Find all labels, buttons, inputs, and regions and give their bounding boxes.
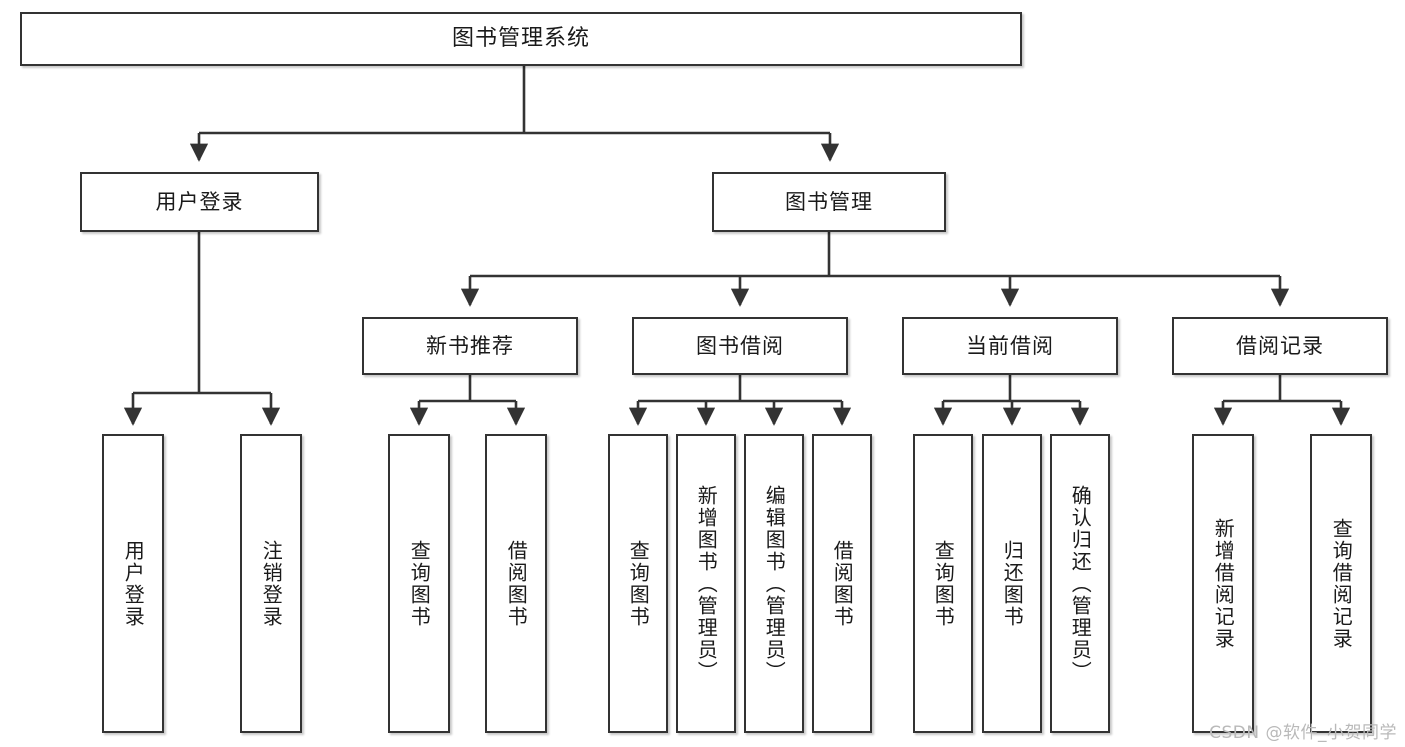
leaf-confirm-return-admin[interactable]: 确认归还（管理员） (1050, 434, 1110, 733)
node-user-login[interactable]: 用户登录 (80, 172, 319, 232)
leaf-confirm-return-admin-label: 确认归还（管理员） (1068, 484, 1093, 683)
node-borrow-record-label: 借阅记录 (1236, 333, 1324, 358)
node-borrow-record[interactable]: 借阅记录 (1172, 317, 1388, 375)
leaf-recommend-query-book-label: 查询图书 (407, 539, 432, 628)
leaf-current-query-book-label: 查询图书 (931, 539, 956, 628)
node-user-login-label: 用户登录 (155, 189, 244, 214)
leaf-borrow-query-book[interactable]: 查询图书 (608, 434, 668, 733)
node-root[interactable]: 图书管理系统 (20, 12, 1022, 66)
leaf-recommend-query-book[interactable]: 查询图书 (388, 434, 450, 733)
leaf-return-book[interactable]: 归还图书 (982, 434, 1042, 733)
leaf-query-borrow-record-label: 查询借阅记录 (1329, 517, 1354, 650)
leaf-user-logout[interactable]: 注销登录 (240, 434, 302, 733)
node-root-label: 图书管理系统 (451, 26, 590, 52)
node-book-borrow[interactable]: 图书借阅 (632, 317, 848, 375)
node-current-borrow-label: 当前借阅 (966, 333, 1054, 358)
node-book-management-label: 图书管理 (785, 189, 873, 214)
leaf-edit-book-admin-label: 编辑图书（管理员） (762, 484, 787, 683)
leaf-add-borrow-record-label: 新增借阅记录 (1211, 517, 1236, 650)
leaf-borrow-book-label: 借阅图书 (830, 539, 855, 628)
leaf-recommend-borrow-book-label: 借阅图书 (504, 539, 529, 628)
leaf-add-book-admin-label: 新增图书（管理员） (694, 484, 719, 683)
node-new-book-recommend-label: 新书推荐 (426, 333, 514, 358)
leaf-user-login-label: 用户登录 (121, 539, 146, 628)
leaf-borrow-query-book-label: 查询图书 (626, 539, 651, 628)
node-book-management[interactable]: 图书管理 (712, 172, 946, 232)
csdn-watermark: CSDN @软件_小贺同学 (1209, 723, 1397, 743)
node-current-borrow[interactable]: 当前借阅 (902, 317, 1118, 375)
leaf-user-login[interactable]: 用户登录 (102, 434, 164, 733)
leaf-recommend-borrow-book[interactable]: 借阅图书 (485, 434, 547, 733)
leaf-return-book-label: 归还图书 (1000, 539, 1025, 628)
node-book-borrow-label: 图书借阅 (696, 333, 784, 358)
leaf-query-borrow-record[interactable]: 查询借阅记录 (1310, 434, 1372, 733)
leaf-edit-book-admin[interactable]: 编辑图书（管理员） (744, 434, 804, 733)
leaf-add-borrow-record[interactable]: 新增借阅记录 (1192, 434, 1254, 733)
node-new-book-recommend[interactable]: 新书推荐 (362, 317, 578, 375)
leaf-current-query-book[interactable]: 查询图书 (913, 434, 973, 733)
leaf-borrow-book[interactable]: 借阅图书 (812, 434, 872, 733)
leaf-user-logout-label: 注销登录 (259, 539, 284, 628)
leaf-add-book-admin[interactable]: 新增图书（管理员） (676, 434, 736, 733)
